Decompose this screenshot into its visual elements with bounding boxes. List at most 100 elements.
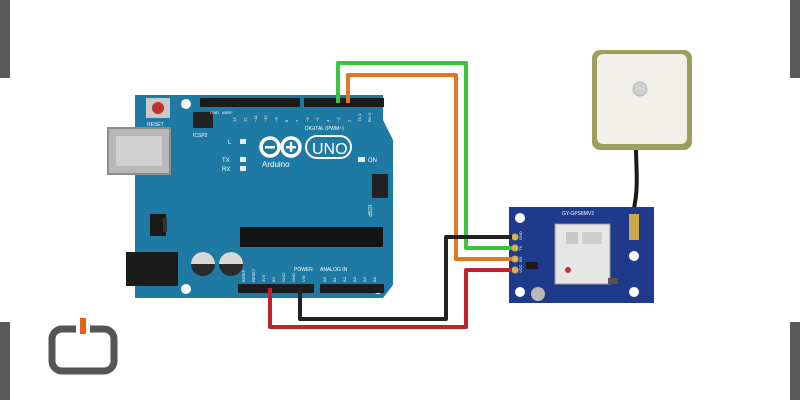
arduino-logo-icon: [259, 136, 302, 158]
module-hole: [515, 213, 525, 223]
uno-badge: [305, 135, 352, 159]
module-component: [608, 278, 618, 284]
usb-connector-inner: [116, 136, 162, 166]
analog-pin-label: A3: [352, 276, 357, 282]
gps-module: GY-GPS6MV2 GND TX RX VCC: [509, 207, 654, 303]
icsp-header: [372, 174, 388, 198]
power-pin-label: IOREF: [241, 269, 246, 282]
wires: [268, 61, 512, 329]
led-rx-label: RX: [222, 167, 230, 173]
aref-label: AREF: [222, 110, 233, 115]
power-pin-label: GND: [291, 273, 296, 282]
led-tx: [240, 157, 246, 162]
analog-pin-label: A5: [372, 276, 377, 282]
left-top-edge-bar: [0, 0, 10, 78]
analog-pin-label: A4: [362, 276, 367, 282]
led-on: [358, 157, 365, 162]
wire-green-tx: [336, 61, 512, 250]
arduino-brand: Arduino: [262, 160, 290, 169]
right-bottom-edge-bar: [790, 322, 800, 400]
logo-accent-bar: [80, 318, 86, 334]
gps-pin-header: [511, 233, 519, 274]
atmega-chip: [240, 227, 383, 247]
power-header: [238, 284, 314, 293]
led-tx-label: TX: [222, 158, 230, 164]
module-hole: [629, 287, 639, 297]
gps-pin-gnd: [511, 233, 519, 241]
digital-pin-label: ~10: [263, 114, 268, 122]
power-pin-label: GND: [281, 273, 286, 282]
led-l: [240, 139, 246, 144]
regulator-tab: [163, 218, 167, 232]
right-top-edge-bar: [790, 0, 800, 78]
power-pin-label: 5V: [271, 277, 276, 282]
power-jack: [126, 252, 178, 286]
capacitor-top: [219, 252, 243, 264]
digital-pin-label: 12: [242, 117, 247, 122]
gps-chip-component: [566, 232, 578, 244]
gps-chip-qr: [582, 232, 602, 244]
gps-pin-vcc: [511, 266, 519, 274]
capacitor-top: [191, 252, 215, 264]
analog-pin-label: A0: [322, 276, 327, 282]
power-pin-labels: IOREF RESET 3V3 5V GND GND VIN: [241, 268, 306, 282]
power-pin-label: 3V3: [261, 274, 266, 282]
icsp2-header: [193, 112, 213, 128]
digital-pin-label: ~5: [315, 117, 320, 122]
gps-pin-labels: GND TX RX VCC: [518, 231, 523, 273]
power-label: POWER: [294, 267, 313, 273]
antenna-connector: [629, 214, 639, 240]
wire-black-gnd: [298, 235, 512, 321]
module-hole: [515, 287, 525, 297]
module-component: [526, 262, 538, 269]
digital-header-right: [304, 98, 384, 107]
analog-pin-label: A2: [342, 276, 347, 282]
gps-module-name: GY-GPS6MV2: [562, 211, 594, 217]
led-rx: [240, 166, 246, 171]
digital-pin-label: ~11: [253, 115, 258, 122]
antenna-feed-point: [632, 81, 648, 97]
analog-pin-label: A1: [332, 276, 337, 282]
reset-label: RESET: [147, 122, 164, 128]
voltage-regulator: [150, 214, 166, 236]
antenna-patch: [597, 54, 687, 144]
digital-pin-label: ~9: [274, 117, 279, 122]
digital-header-left: [200, 98, 300, 107]
gps-pin-label: VCC: [518, 264, 523, 273]
square-power-logo-icon: [48, 318, 118, 375]
gnd-label: GND: [210, 110, 219, 115]
icsp-label: ICSP: [366, 205, 372, 217]
digital-pin-label: 7: [294, 119, 299, 122]
power-pin-label: VIN: [301, 275, 306, 282]
reset-button-cap: [152, 102, 164, 114]
digital-pin-label: 13: [232, 117, 237, 122]
gps-pin-label: RX: [518, 256, 523, 262]
digital-pin-label: RX 0: [367, 112, 372, 122]
gps-patch-antenna-icon: [592, 50, 692, 226]
mounting-hole: [181, 284, 191, 294]
digital-pin-label: 8: [284, 119, 289, 122]
led-l-label: L: [228, 140, 232, 146]
gps-pin-label: GND: [518, 231, 523, 240]
gps-pin-tx: [511, 244, 519, 252]
gps-pin-label: TX: [518, 246, 523, 251]
power-pin-label: RESET: [251, 268, 256, 282]
analog-label: ANALOG IN: [320, 267, 348, 273]
gps-pin-rx: [511, 255, 519, 263]
digital-label: DIGITAL (PWM~): [305, 126, 344, 132]
wire-orange-rx: [346, 73, 512, 261]
digital-pin-label: TX 1: [357, 113, 362, 122]
icsp2-label: ICSP2: [193, 133, 208, 139]
left-bottom-edge-bar: [0, 322, 10, 400]
analog-header: [320, 284, 384, 293]
digital-pin-label: 2: [346, 119, 351, 122]
backup-battery: [531, 287, 545, 301]
digital-pin-label: ~6: [305, 117, 310, 122]
gps-chip-logo: [565, 267, 571, 273]
board-pcb: [135, 95, 393, 298]
mounting-hole: [181, 99, 191, 109]
analog-pin-labels: A0 A1 A2 A3 A4 A5: [322, 276, 377, 282]
